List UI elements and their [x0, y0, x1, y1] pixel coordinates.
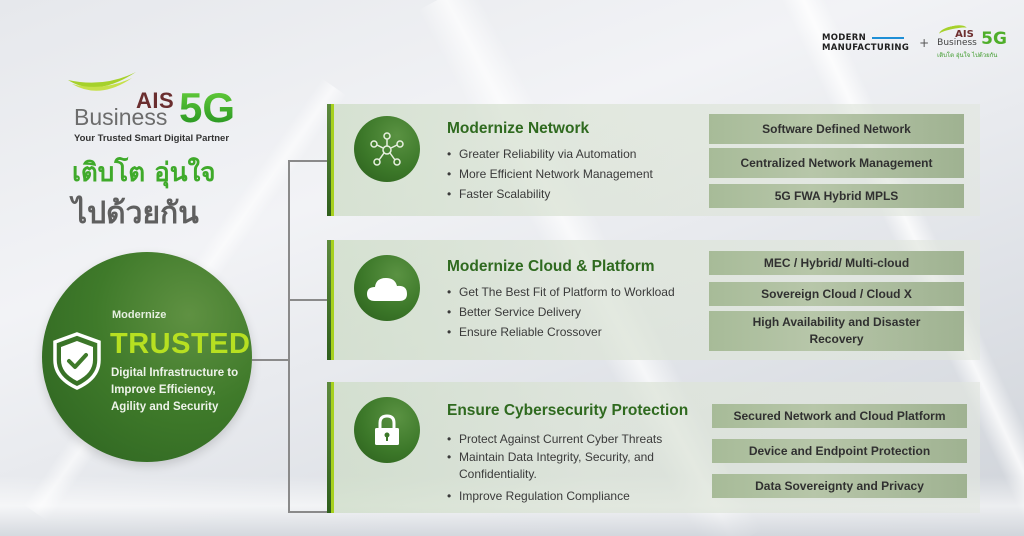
panel-bullets: Greater Reliability via Automation More … — [447, 144, 653, 204]
connector-line — [252, 359, 289, 361]
small-business-text: Business — [937, 38, 977, 48]
trusted-hero-circle: Modernize TRUSTED Digital Infrastructure… — [42, 252, 252, 462]
bullet-item: Get The Best Fit of Platform to Workload — [447, 282, 675, 302]
5g-text: 5G — [179, 84, 236, 131]
panel-modernize-network: Modernize Network Greater Reliability vi… — [327, 104, 980, 216]
partner-logos: MODERN MANUFACTURING + AIS Business 5G เ… — [822, 23, 1007, 60]
business-text: Business — [74, 104, 168, 130]
panel-title: Ensure Cybersecurity Protection — [447, 402, 689, 419]
bullet-item: Ensure Reliable Crossover — [447, 322, 675, 342]
hero-description: Digital Infrastructure to Improve Effici… — [111, 367, 239, 413]
mm-line1: MODERN — [822, 33, 867, 43]
small-ais-text: AIS — [955, 29, 974, 40]
solution-tag: Secured Network and Cloud Platform — [712, 404, 967, 428]
panel-bullets: Get The Best Fit of Platform to Workload… — [447, 282, 675, 342]
solution-tag: 5G FWA Hybrid MPLS — [709, 184, 964, 208]
solution-tag: Device and Endpoint Protection — [712, 439, 967, 463]
mm-blue-rule — [872, 37, 905, 39]
small-5g-text: 5G — [981, 29, 1007, 49]
tagline: Your Trusted Smart Digital Partner — [74, 133, 230, 144]
solution-tag: Software Defined Network — [709, 114, 964, 144]
panel-accent-bar — [327, 240, 331, 360]
ais-business-5g-small-logo: AIS Business 5G เติบโต อุ่นใจ ไปด้วยกัน — [937, 23, 1007, 60]
solution-tag: Data Sovereignty and Privacy — [712, 474, 967, 498]
solution-tag: Sovereign Cloud / Cloud X — [709, 282, 964, 306]
bullet-item: Protect Against Current Cyber Threats — [447, 429, 687, 449]
panel-accent-bar — [327, 104, 331, 216]
panel-accent-bar — [331, 382, 334, 513]
panel-accent-bar — [331, 104, 334, 216]
solution-tag: High Availability and Disaster Recovery — [709, 311, 964, 351]
thai-slogan-line1: เติบโต อุ่นใจ — [72, 158, 216, 188]
mm-line2: MANUFACTURING — [822, 43, 910, 53]
connector-branch-security — [288, 511, 328, 513]
network-hub-icon — [370, 132, 404, 166]
ais-swoosh-icon — [68, 72, 136, 91]
panel-cybersecurity: Ensure Cybersecurity Protection Protect … — [327, 382, 980, 513]
bullet-item: Better Service Delivery — [447, 302, 675, 322]
hero-title: TRUSTED — [110, 328, 251, 360]
panel-title: Modernize Network — [447, 120, 590, 137]
hero-pre-title: Modernize — [112, 309, 167, 321]
panel-accent-bar — [327, 382, 331, 513]
panel-bullets: Protect Against Current Cyber Threats Ma… — [447, 429, 687, 506]
solution-tag: Centralized Network Management — [709, 148, 964, 178]
panel-title: Modernize Cloud & Platform — [447, 258, 655, 275]
padlock-icon — [375, 414, 399, 445]
small-thai-slogan: เติบโต อุ่นใจ ไปด้วยกัน — [937, 52, 998, 59]
shield-check-icon — [53, 332, 101, 390]
panel-accent-bar — [331, 240, 334, 360]
thai-slogan-line2: ไปด้วยกัน — [72, 196, 199, 231]
connector-branch-network — [288, 160, 328, 162]
bullet-item: Faster Scalability — [447, 184, 653, 204]
bullet-item: Greater Reliability via Automation — [447, 144, 653, 164]
solution-tag: MEC / Hybrid/ Multi-cloud — [709, 251, 964, 275]
modern-manufacturing-logo: MODERN MANUFACTURING — [822, 33, 909, 53]
cloud-icon — [367, 278, 407, 301]
connector-trunk — [288, 160, 290, 513]
lock-icon-circle — [354, 397, 420, 463]
connector-branch-cloud — [288, 299, 328, 301]
cloud-icon-circle — [354, 255, 420, 321]
ais-text: AIS — [136, 88, 175, 113]
network-icon-circle — [354, 116, 420, 182]
panel-modernize-cloud: Modernize Cloud & Platform Get The Best … — [327, 240, 980, 360]
bullet-item: Maintain Data Integrity, Security, and C… — [447, 449, 687, 483]
plus-sign: + — [919, 36, 930, 50]
bullet-item: More Efficient Network Management — [447, 164, 653, 184]
bullet-item: Improve Regulation Compliance — [447, 486, 687, 506]
